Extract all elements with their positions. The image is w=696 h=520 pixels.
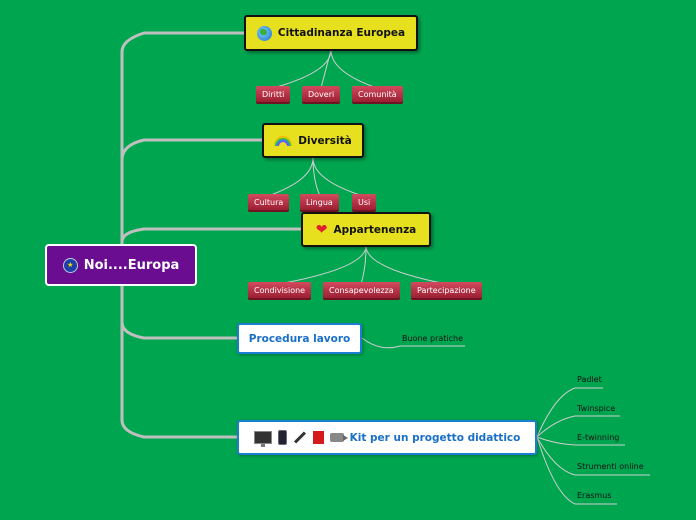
phone-icon <box>277 430 287 445</box>
topic-label: Procedura lavoro <box>248 332 351 345</box>
topic-label: Appartenenza <box>333 223 417 236</box>
leaf-buone-pratiche[interactable]: Buone pratiche <box>402 334 464 343</box>
subtopic-diritti[interactable]: Diritti <box>256 86 291 102</box>
topic-label: Cittadinanza Europea <box>277 27 406 39</box>
subtopic-lingua[interactable]: Lingua <box>300 194 339 210</box>
topic-kit-progetto-didattico[interactable]: Kit per un progetto didattico <box>237 420 537 455</box>
book-icon <box>312 431 324 444</box>
subtopic-partecipazione[interactable]: Partecipazione <box>411 282 482 298</box>
subtopic-usi[interactable]: Usi <box>352 194 377 210</box>
heart-icon: ❤ <box>315 221 328 238</box>
topic-procedura-lavoro[interactable]: Procedura lavoro <box>237 323 362 354</box>
topic-cittadinanza-europea[interactable]: Cittadinanza Europea <box>244 15 418 51</box>
leaf-erasmus[interactable]: Erasmus <box>577 491 612 500</box>
computer-icon <box>253 431 272 447</box>
leaf-padlet[interactable]: Padlet <box>577 375 602 384</box>
topic-appartenenza[interactable]: ❤ Appartenenza <box>301 212 431 247</box>
topic-label: Kit per un progetto didattico <box>349 431 521 444</box>
subtopic-condivisione[interactable]: Condivisione <box>248 282 312 298</box>
leaf-e-twinning[interactable]: E-twinning <box>577 433 620 442</box>
subtopic-cultura[interactable]: Cultura <box>248 194 290 210</box>
camera-icon <box>329 433 348 442</box>
globe-icon <box>256 25 272 41</box>
subtopic-comunita[interactable]: Comunità <box>352 86 403 102</box>
pen-icon <box>293 431 306 444</box>
topic-diversita[interactable]: Diversità <box>262 123 364 158</box>
subtopic-consapevolezza[interactable]: Consapevolezza <box>323 282 400 298</box>
central-topic[interactable]: ★ Noi....Europa <box>45 244 197 286</box>
rainbow-icon <box>274 135 293 146</box>
eu-flag-icon: ★ <box>62 257 78 273</box>
topic-label: Diversità <box>298 134 352 147</box>
leaf-strumenti-online[interactable]: Strumenti online <box>577 462 644 471</box>
subtopic-doveri[interactable]: Doveri <box>302 86 341 102</box>
leaf-twinspice[interactable]: Twinspice <box>577 404 616 413</box>
central-topic-label: Noi....Europa <box>83 257 180 273</box>
